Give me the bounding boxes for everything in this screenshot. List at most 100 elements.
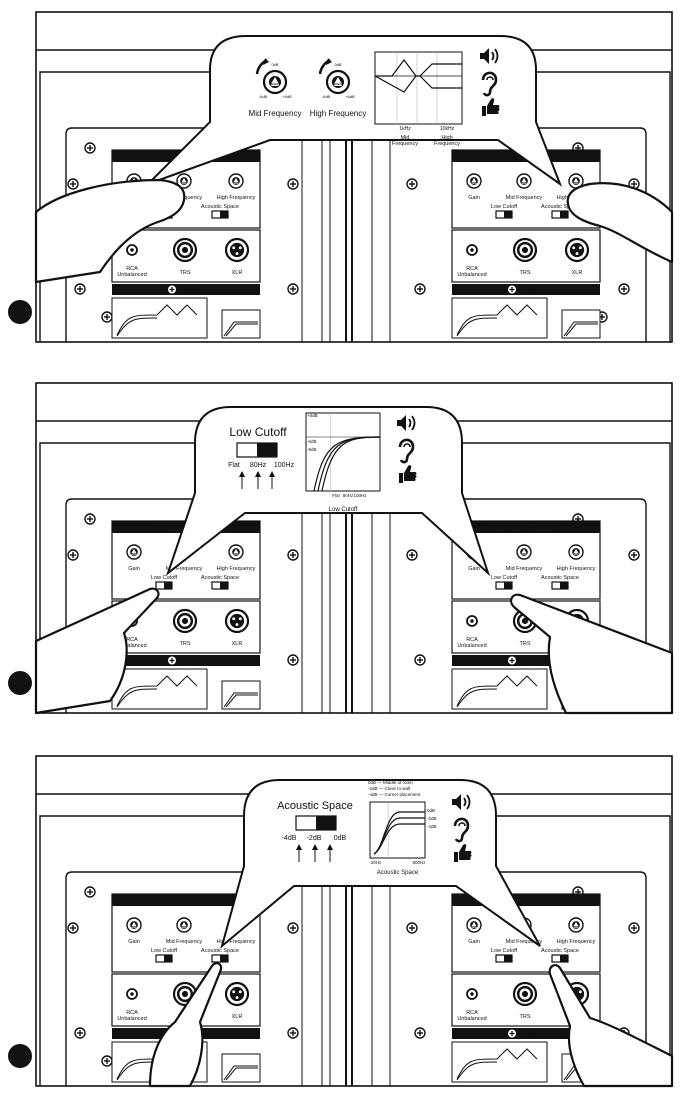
panel-switch-0[interactable] bbox=[495, 954, 513, 963]
screw-icon bbox=[406, 178, 418, 190]
switch-option-2: 0dB bbox=[334, 835, 347, 842]
trs-jack[interactable] bbox=[512, 981, 538, 1007]
speaker-icon bbox=[480, 48, 499, 64]
knob-icon[interactable] bbox=[516, 544, 532, 560]
ear-icon bbox=[398, 438, 415, 464]
input-label-1: TRS bbox=[180, 641, 191, 647]
screw-icon bbox=[287, 283, 299, 295]
knob-icon[interactable] bbox=[262, 69, 288, 95]
panel-switch-1[interactable] bbox=[211, 581, 229, 590]
knob-icon[interactable] bbox=[325, 69, 351, 95]
knob-icon[interactable] bbox=[126, 917, 142, 933]
panel-switch-0[interactable] bbox=[155, 954, 173, 963]
graph-x-label-2: 100Hz bbox=[353, 493, 367, 498]
trs-jack[interactable] bbox=[172, 608, 198, 634]
xlr-jack[interactable] bbox=[224, 981, 250, 1007]
switch-label-1: Acoustic Space bbox=[541, 204, 579, 210]
right-hand bbox=[566, 182, 674, 264]
graph-caption: Low Cutoff bbox=[329, 507, 358, 513]
xlr-jack[interactable] bbox=[224, 237, 250, 263]
knob-icon[interactable] bbox=[126, 544, 142, 560]
knob-icon[interactable] bbox=[466, 173, 482, 189]
panel-switch-1[interactable] bbox=[211, 210, 229, 219]
scale-right: +6dB bbox=[345, 94, 355, 99]
right-hand bbox=[510, 593, 674, 715]
input-label-1: TRS bbox=[520, 270, 531, 276]
graph-legend-2: -4dB — Corner placement bbox=[368, 792, 421, 797]
scale-left: -6dB bbox=[322, 94, 331, 99]
switch-label-1: Acoustic Space bbox=[541, 575, 579, 581]
panel-switch-0[interactable] bbox=[495, 210, 513, 219]
speaker-icon bbox=[452, 794, 471, 810]
knob-icon[interactable] bbox=[228, 173, 244, 189]
panel-switch-1[interactable] bbox=[551, 954, 569, 963]
input-label-2: XLR bbox=[232, 1014, 243, 1020]
switch-option-1: -2dB bbox=[307, 835, 322, 842]
callout-switch[interactable] bbox=[295, 815, 337, 831]
graph-y-label-0: +0dB bbox=[307, 413, 318, 418]
knob-label-1: Mid Frequency bbox=[166, 566, 203, 572]
acoustic-tuning-header: Acoustic Tuning bbox=[494, 523, 558, 533]
panel-switch-0[interactable] bbox=[495, 581, 513, 590]
graph-caption: Acoustic Space bbox=[377, 870, 419, 876]
input-label-2: XLR bbox=[572, 270, 583, 276]
ear-icon bbox=[481, 71, 498, 97]
input-label-2: XLR bbox=[232, 270, 243, 276]
trs-jack[interactable] bbox=[512, 237, 538, 263]
knob-icon[interactable] bbox=[568, 917, 584, 933]
step-number: 5 bbox=[16, 675, 24, 691]
input-bar-label: Input bbox=[523, 286, 542, 295]
knob-label-1: Mid Frequency bbox=[506, 939, 543, 945]
input-label-1: TRS bbox=[520, 641, 531, 647]
switch-label-0: Low Cutoff bbox=[151, 948, 178, 954]
knob-icon[interactable] bbox=[176, 173, 192, 189]
step-number-badge: 5 bbox=[8, 671, 32, 695]
step-number: 4 bbox=[16, 304, 24, 320]
panel-switch-1[interactable] bbox=[551, 210, 569, 219]
left-hand bbox=[34, 587, 160, 715]
panel-switch-0[interactable] bbox=[155, 581, 173, 590]
screw-icon bbox=[414, 283, 426, 295]
knob-icon[interactable] bbox=[228, 544, 244, 560]
xlr-jack[interactable] bbox=[564, 237, 590, 263]
screw-icon bbox=[287, 922, 299, 934]
thumbs-up-icon bbox=[399, 465, 417, 483]
rca-jack[interactable] bbox=[126, 988, 138, 1000]
screw-icon bbox=[101, 1055, 113, 1067]
graph-y-label-2: -4dB bbox=[427, 824, 437, 829]
switch-label-0: Low Cutoff bbox=[491, 204, 518, 210]
panel-switch-1[interactable] bbox=[551, 581, 569, 590]
input-label-2: XLR bbox=[232, 641, 243, 647]
knob-label-1: Mid Frequency bbox=[506, 566, 543, 572]
input-bar-label: Input bbox=[183, 286, 202, 295]
rca-jack[interactable] bbox=[466, 244, 478, 256]
knob-label-0: Gain bbox=[468, 566, 480, 572]
rca-jack[interactable] bbox=[126, 244, 138, 256]
knob-icon[interactable] bbox=[568, 544, 584, 560]
knob-icon[interactable] bbox=[466, 917, 482, 933]
switch-option-1: 80Hz bbox=[250, 462, 267, 469]
rca-jack[interactable] bbox=[466, 615, 478, 627]
knob-label-2: High Frequency bbox=[217, 939, 256, 945]
screw-icon bbox=[101, 311, 113, 323]
screw-icon bbox=[84, 513, 96, 525]
thumbs-up-icon bbox=[482, 98, 500, 116]
knob-icon[interactable] bbox=[516, 173, 532, 189]
screw-icon bbox=[74, 1027, 86, 1039]
xlr-jack[interactable] bbox=[224, 608, 250, 634]
panel-switch-1[interactable] bbox=[211, 954, 229, 963]
trs-jack[interactable] bbox=[172, 237, 198, 263]
knob-icon[interactable] bbox=[176, 917, 192, 933]
callout-switch[interactable] bbox=[236, 442, 278, 458]
screw-icon bbox=[67, 922, 79, 934]
graph-y-label-1: -6dB bbox=[307, 439, 317, 444]
screw-icon bbox=[628, 922, 640, 934]
rca-jack[interactable] bbox=[466, 988, 478, 1000]
graph-y-label-1: -2dB bbox=[427, 816, 437, 821]
